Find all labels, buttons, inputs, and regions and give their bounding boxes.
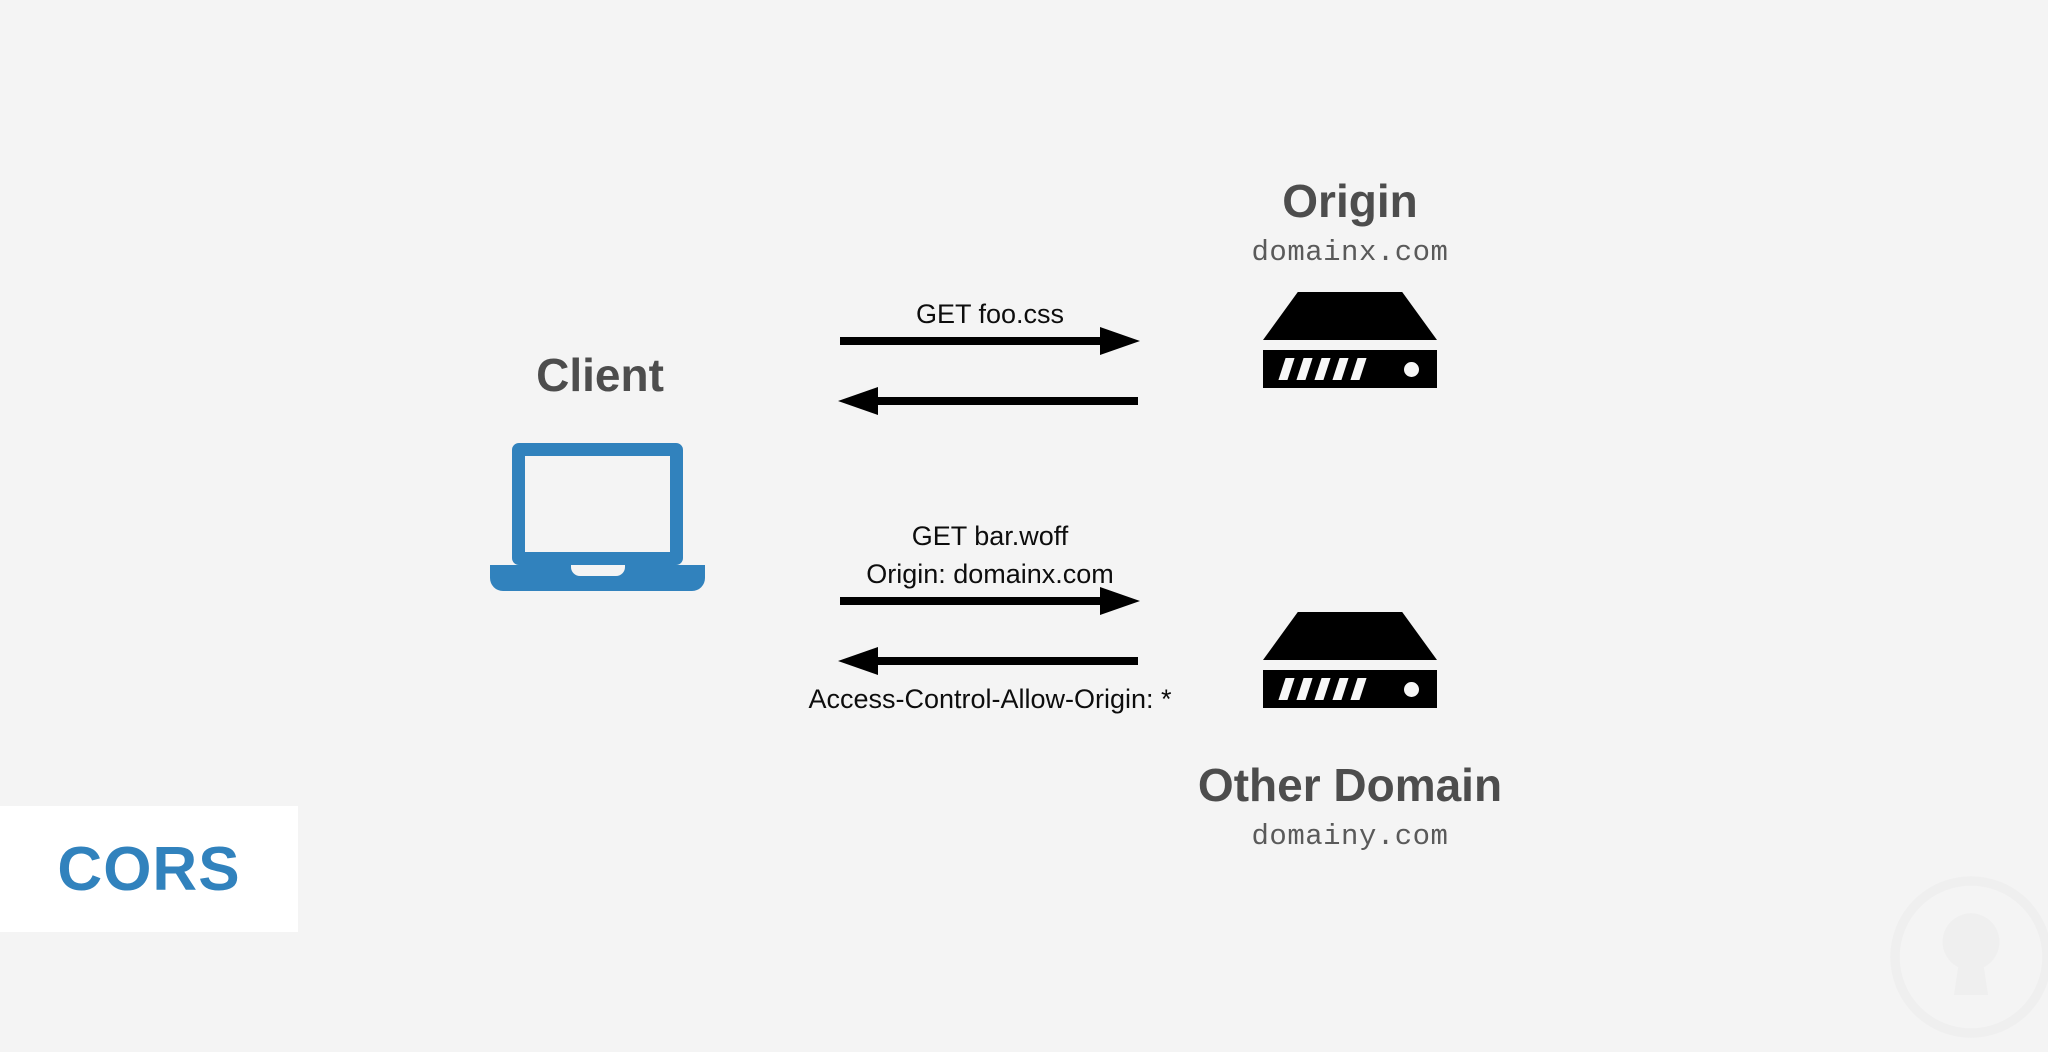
- arrow-head: [838, 647, 878, 675]
- flow-label-cross-origin-response: Access-Control-Allow-Origin: *: [808, 684, 1172, 714]
- cors-badge-label: CORS: [57, 834, 241, 904]
- arrow-head: [1100, 587, 1140, 615]
- server-vent-slash: [1296, 678, 1313, 700]
- server-vent-slash: [1332, 678, 1349, 700]
- server-vent-slash: [1296, 358, 1313, 380]
- diagram-canvas: Client Origin domainx.com Other Domain d…: [0, 175, 1503, 932]
- flow-label-same-origin-request: GET foo.css: [915, 299, 1065, 329]
- arrow-cross-origin-request: [840, 587, 1140, 615]
- origin-title: Origin: [1282, 175, 1418, 227]
- server-vent-slash: [1332, 358, 1349, 380]
- arrow-head: [1100, 327, 1140, 355]
- arrow-same-origin-response: [838, 387, 1138, 415]
- server-vent-slash: [1350, 358, 1367, 380]
- other-domain-domain: domainy.com: [1251, 820, 1449, 853]
- server-vent-slash: [1314, 678, 1331, 700]
- server-top-panel: [1263, 612, 1437, 660]
- arrow-same-origin-request: [840, 327, 1140, 355]
- server-icon-other-domain: [1263, 612, 1437, 708]
- laptop-icon: [490, 443, 705, 591]
- other-domain-title: Other Domain: [1197, 759, 1503, 811]
- arrow-cross-origin-response: [838, 647, 1138, 675]
- flow-label-line-2: Origin: domainx.com: [866, 559, 1114, 589]
- server-top-panel: [1263, 292, 1437, 340]
- server-body: [1263, 670, 1437, 708]
- server-status-light: [1404, 682, 1419, 697]
- server-vent-slash: [1350, 678, 1367, 700]
- server-icon-origin: [1263, 292, 1437, 388]
- arrow-shaft: [876, 397, 1138, 405]
- cors-badge: CORS: [0, 806, 298, 932]
- server-status-light: [1404, 362, 1419, 377]
- arrow-shaft: [840, 337, 1102, 345]
- server-body: [1263, 350, 1437, 388]
- server-vent-slash: [1314, 358, 1331, 380]
- arrow-shaft: [840, 597, 1102, 605]
- arrow-head: [838, 387, 878, 415]
- server-vent-slash: [1278, 358, 1295, 380]
- laptop-notch: [570, 565, 625, 576]
- flow-label-line-1: GET bar.woff: [911, 521, 1069, 551]
- laptop-screen: [512, 443, 683, 565]
- origin-domain: domainx.com: [1251, 236, 1449, 269]
- client-title: Client: [536, 349, 664, 401]
- arrow-shaft: [876, 657, 1138, 665]
- flow-label-cross-origin-request: GET bar.woff Origin: domainx.com: [740, 517, 1240, 593]
